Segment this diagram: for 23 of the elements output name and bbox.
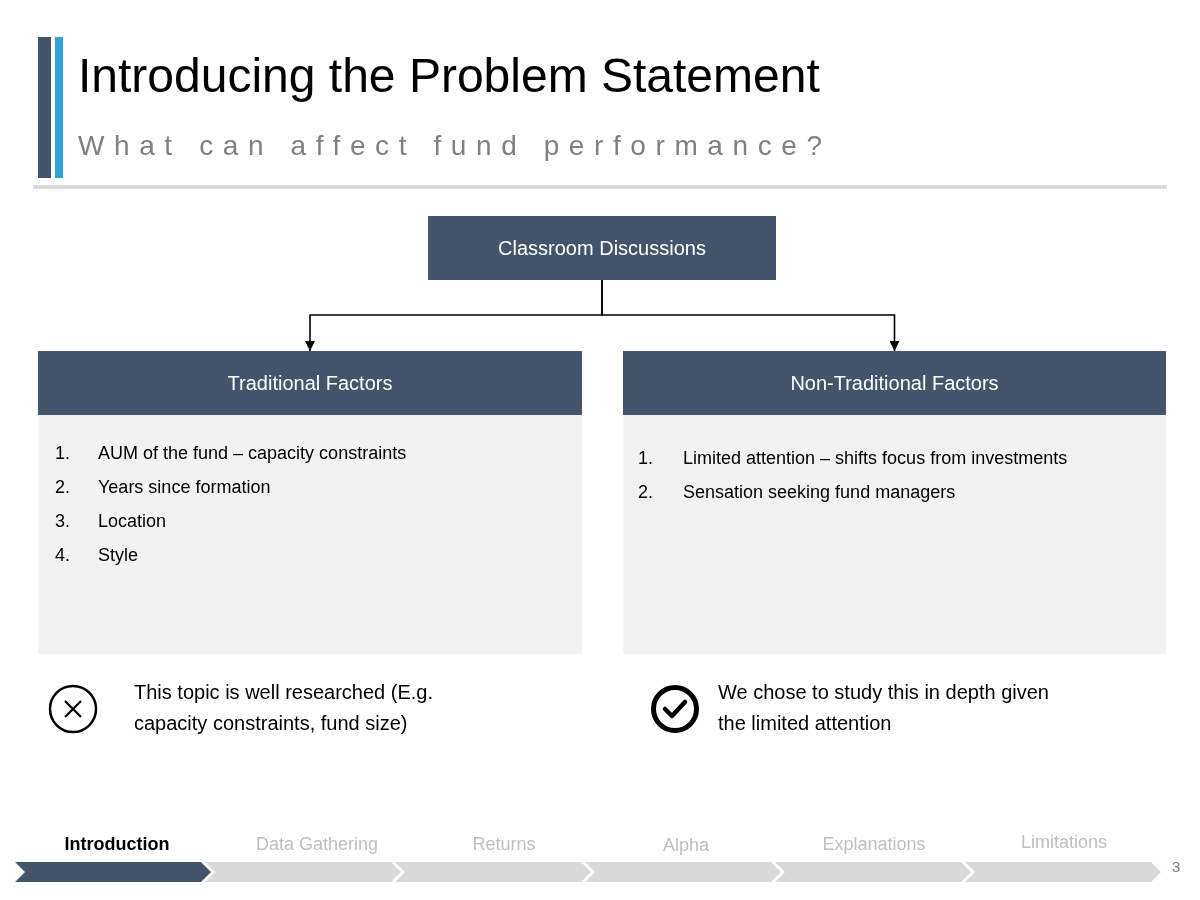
list-item: 2. Years since formation xyxy=(55,476,271,499)
step-label: Limitations xyxy=(1021,831,1107,854)
connector-arrow xyxy=(601,279,900,352)
slide-subtitle: What can affect fund performance? xyxy=(78,129,832,163)
factor-card xyxy=(38,351,582,654)
list-item: 4. Style xyxy=(55,544,139,567)
slide-title: Introducing the Problem Statement xyxy=(78,49,820,103)
list-item: 1. Limited attention – shifts focus from investments xyxy=(638,447,1068,470)
page-number: 3 xyxy=(1172,858,1181,875)
step-label: Data Gathering xyxy=(255,833,379,856)
active-step-label: Introduction xyxy=(64,833,170,856)
topic-box: Classroom Discussions xyxy=(428,216,776,280)
list-item: 2. Sensation seeking fund managers xyxy=(638,481,956,504)
step-label: Returns xyxy=(472,833,536,856)
step-label: Alpha xyxy=(663,834,709,857)
card-header: Non-Traditional Factors xyxy=(623,351,1166,415)
step-label: Explanations xyxy=(822,833,926,856)
note-text: We chose to study this in depth given the limited attention xyxy=(718,680,1050,736)
card-header: Traditional Factors xyxy=(38,351,582,415)
factor-card xyxy=(623,351,1166,654)
note-text: This topic is well researched (E.g. capacity constraints, fund size) xyxy=(134,680,434,736)
list-item: 1. AUM of the fund – capacity constraints xyxy=(55,442,407,465)
list-item: 3. Location xyxy=(55,510,167,533)
